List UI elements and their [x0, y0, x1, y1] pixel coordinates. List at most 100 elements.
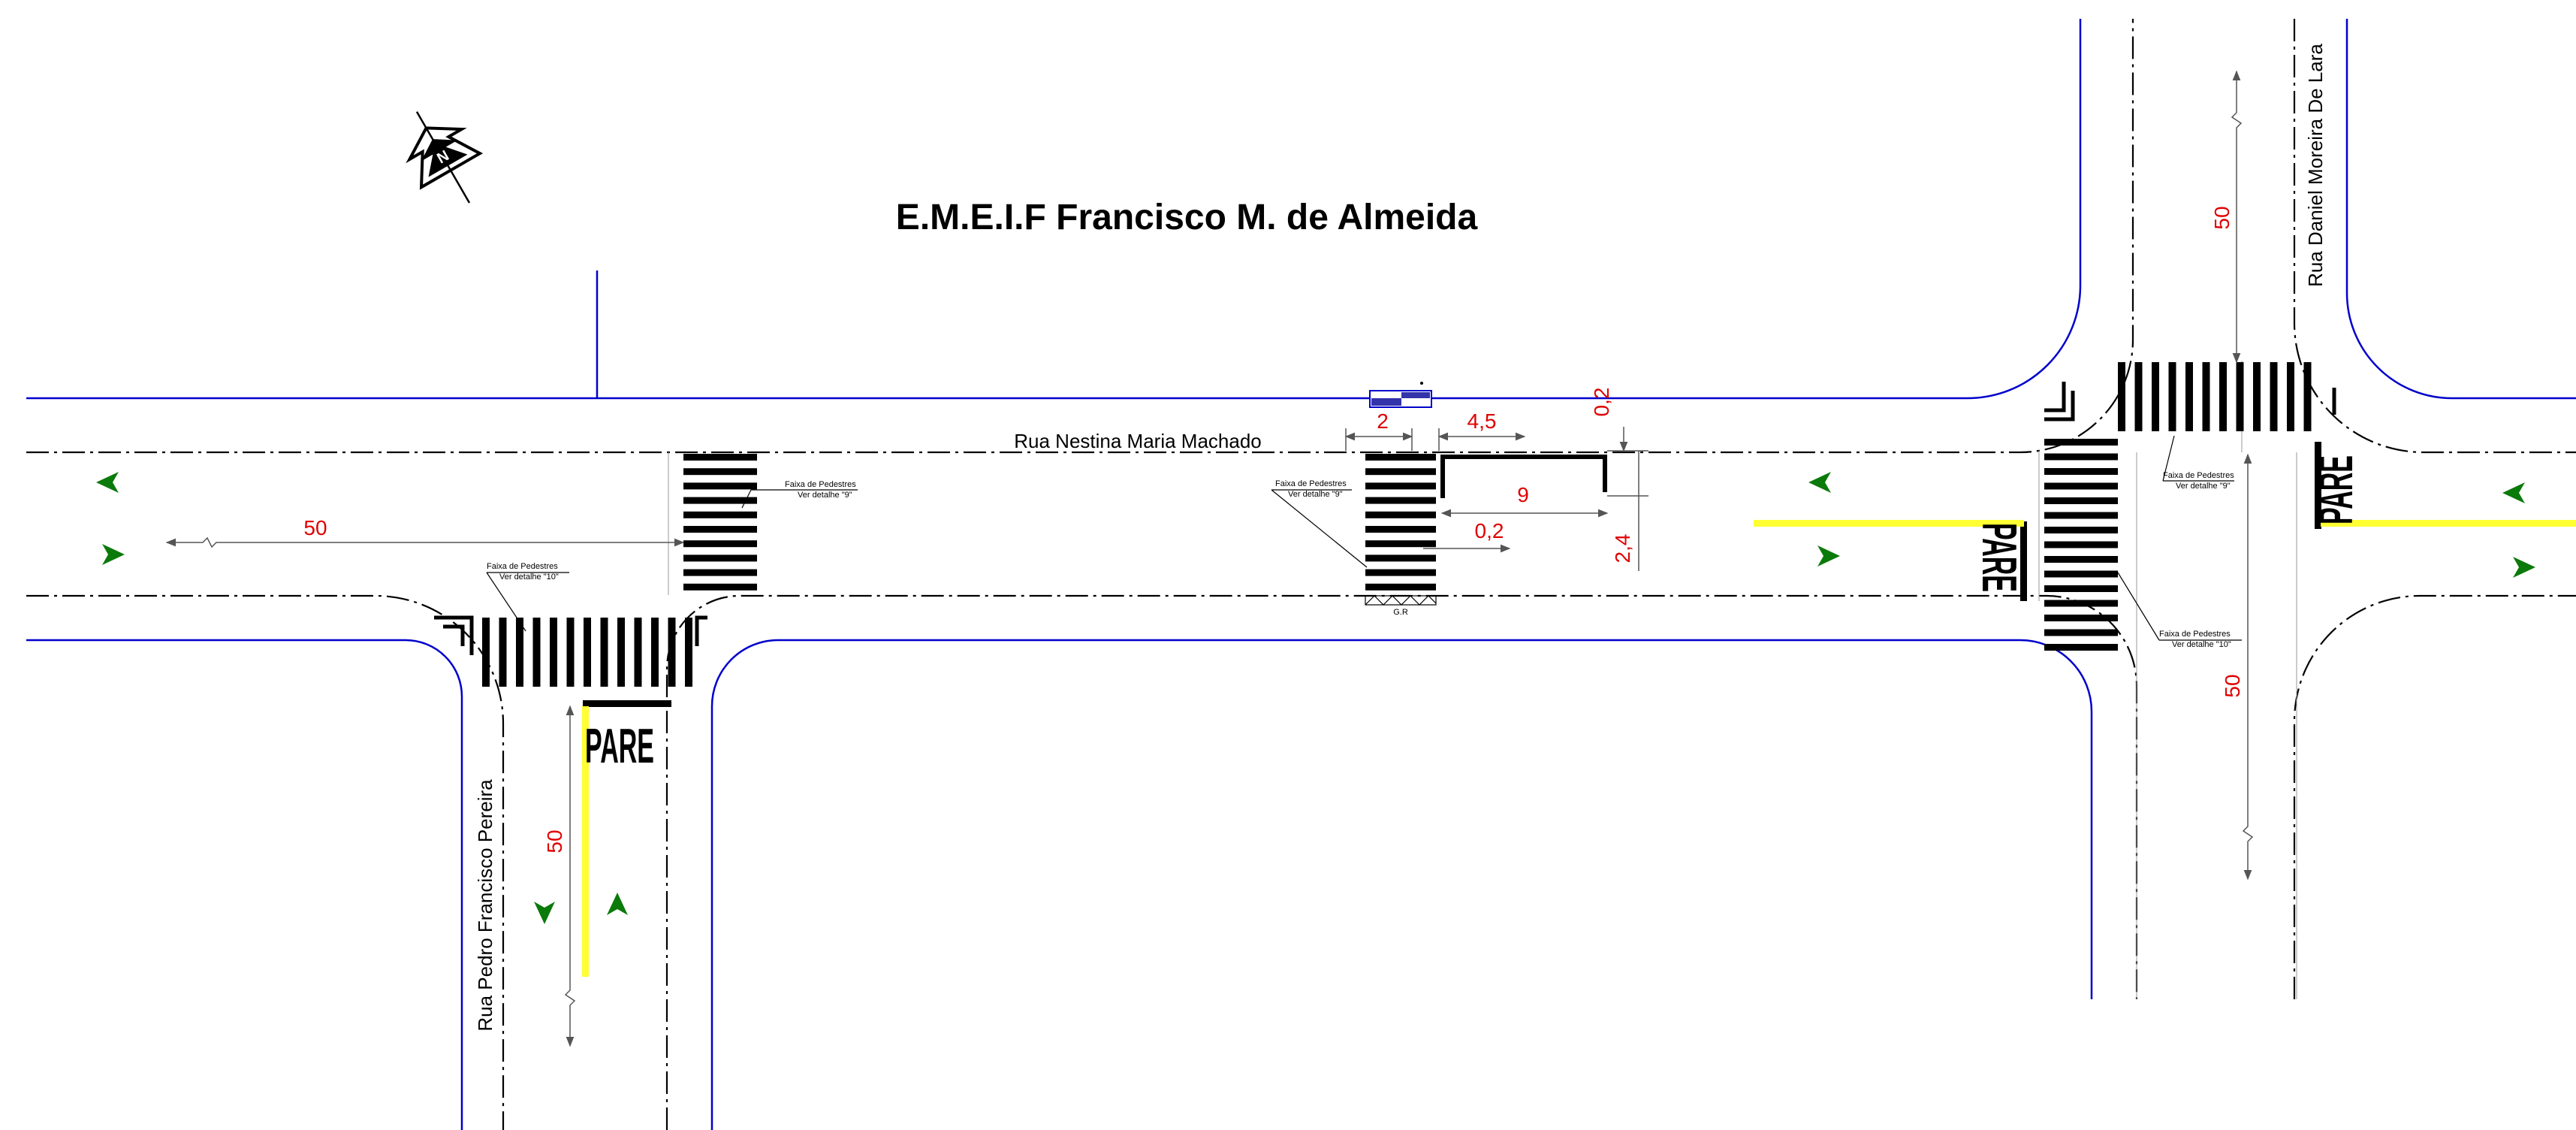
crosswalk-stripe [2270, 362, 2278, 431]
main-road-edge-top-right [2293, 19, 2576, 454]
dim-9: 9 [1517, 483, 1529, 506]
crosswalk-stripe [1365, 526, 1436, 533]
crosswalk-stripe [683, 540, 757, 548]
arrow-left-icon [96, 472, 119, 493]
crosswalk-stripe [1365, 583, 1436, 591]
street-name-left: Rua Pedro Francisco Pereira [474, 779, 496, 1032]
crosswalk-stripe [685, 618, 692, 687]
crosswalk-stripe [683, 569, 757, 576]
crosswalk-stripe [2303, 362, 2312, 431]
crosswalk-stripe [2044, 468, 2118, 475]
curb-bottom-middle [710, 639, 2093, 1130]
crosswalk-stripe [2044, 556, 2118, 563]
crosswalk-stripe [683, 497, 757, 504]
crosswalk-stripe [1365, 554, 1436, 562]
dim-line-right-bottom [2242, 453, 2254, 881]
svg-text:Faixa de Pedestres: Faixa de Pedestres [2159, 630, 2231, 639]
stop-text-right-main: PARE [1972, 523, 2027, 592]
stop-line-left [583, 700, 671, 707]
crosswalk-stripe [2152, 362, 2159, 431]
crosswalk-stripe [1365, 482, 1436, 490]
crosswalk-stripe [683, 482, 757, 490]
crosswalk-stripe [2044, 482, 2118, 490]
stop-lines [583, 442, 2321, 707]
crosswalk-stripe [634, 618, 642, 687]
crosswalk-stripe [2044, 497, 2118, 504]
dim-2: 2 [1377, 409, 1389, 433]
arrow-right-icon [1817, 545, 1840, 567]
callout-crosswalk-right-bottom: Faixa de Pedestres Ver detalhe "10" [2117, 572, 2242, 649]
crosswalk-stripe [2044, 570, 2118, 578]
school-gate-marker [1369, 382, 1432, 408]
crosswalk-stripe [2044, 644, 2118, 651]
yellow-line-left-street [582, 706, 589, 977]
curb-bottom-left [26, 639, 463, 1130]
svg-text:Ver detalhe "10": Ver detalhe "10" [499, 573, 559, 582]
crosswalk-stripe [668, 618, 676, 687]
crosswalk-stripe [532, 618, 541, 687]
crosswalk-stripe [2134, 362, 2143, 431]
crosswalk-stripe [683, 526, 757, 533]
bus-bay-right [1603, 455, 1607, 492]
crosswalk-stripe [1365, 454, 1436, 461]
crosswalk-stripe [2202, 362, 2210, 431]
crosswalk-stripe [566, 618, 575, 687]
crosswalk-stripe [2044, 600, 2118, 607]
dim-line-left-street [564, 705, 576, 1047]
crosswalk-stripe [683, 468, 757, 476]
crosswalk-stripe [2168, 362, 2176, 431]
gr-grate: G.R [1365, 595, 1437, 617]
arrow-up-icon [607, 893, 628, 915]
street-name-main: Rua Nestina Maria Machado [1014, 430, 1262, 452]
main-road-edge-bottom-mid [665, 594, 2138, 1130]
crosswalk-stripe [516, 618, 523, 687]
crosswalk-stripe [2044, 439, 2118, 446]
svg-text:Ver detalhe "10": Ver detalhe "10" [2172, 640, 2231, 649]
dim-4-5: 4,5 [1467, 409, 1497, 433]
crosswalk-stripe [2044, 541, 2118, 548]
callout-crosswalk-mid: Faixa de Pedestres Ver detalhe "9" [1271, 479, 1368, 568]
yellow-lines [582, 520, 2576, 977]
svg-text:Faixa de Pedestres: Faixa de Pedestres [2163, 471, 2234, 480]
arrow-down-icon [534, 902, 555, 924]
crosswalk-stripe [683, 511, 757, 518]
stop-line-right-main [2020, 521, 2027, 601]
crosswalk-stripe [651, 618, 659, 687]
crosswalk-stripe [2287, 362, 2294, 431]
crosswalk-stripe [683, 454, 757, 461]
stop-text-left: PARE [585, 718, 654, 773]
street-name-right: Rua Daniel Moreira De Lara [2304, 44, 2327, 287]
crosswalk-stripe [1365, 468, 1436, 476]
crosswalk-stripe [1365, 540, 1436, 548]
crosswalk-stripe [2044, 453, 2118, 461]
dim-50-main: 50 [303, 516, 327, 539]
dim-line-left-main [165, 536, 685, 548]
crosswalk-stripe [600, 618, 608, 687]
gr-label: G.R [1393, 608, 1408, 617]
arrow-left-icon [2502, 482, 2525, 503]
crosswalk-stripe [2236, 362, 2244, 431]
callout-crosswalk-left-side: Faixa de Pedestres Ver detalhe "10" [486, 562, 569, 632]
dim-50-right-top: 50 [2210, 206, 2234, 229]
arrow-left-icon [1808, 472, 1831, 493]
dim-line-right-top [2231, 70, 2243, 364]
crosswalk-stripe [584, 618, 591, 687]
crosswalk-stripe [2044, 527, 2118, 533]
dim-50-right-bottom: 50 [2221, 674, 2244, 697]
main-road-edge-bottom-left [26, 594, 505, 1130]
direction-arrows [96, 472, 2535, 924]
callout-crosswalk-left-main: Faixa de Pedestres Ver detalhe "9" [741, 480, 858, 509]
svg-text:Ver detalhe "9": Ver detalhe "9" [1288, 490, 1343, 499]
dim-0-2-horizontal: 0,2 [1475, 519, 1504, 542]
crosswalk-left-side [482, 618, 692, 687]
crosswalk-stripe [482, 618, 490, 687]
main-road-edge-bottom-right [2293, 594, 2576, 999]
crosswalk-stripe [683, 554, 757, 562]
dim-50-left-street: 50 [543, 829, 566, 853]
crosswalk-stripe [1365, 511, 1436, 518]
yellow-line-right-end [2321, 520, 2576, 527]
crosswalk-right-side [2118, 362, 2312, 431]
crosswalk-stripe [2253, 362, 2261, 431]
crosswalk-stripe [2219, 362, 2227, 431]
